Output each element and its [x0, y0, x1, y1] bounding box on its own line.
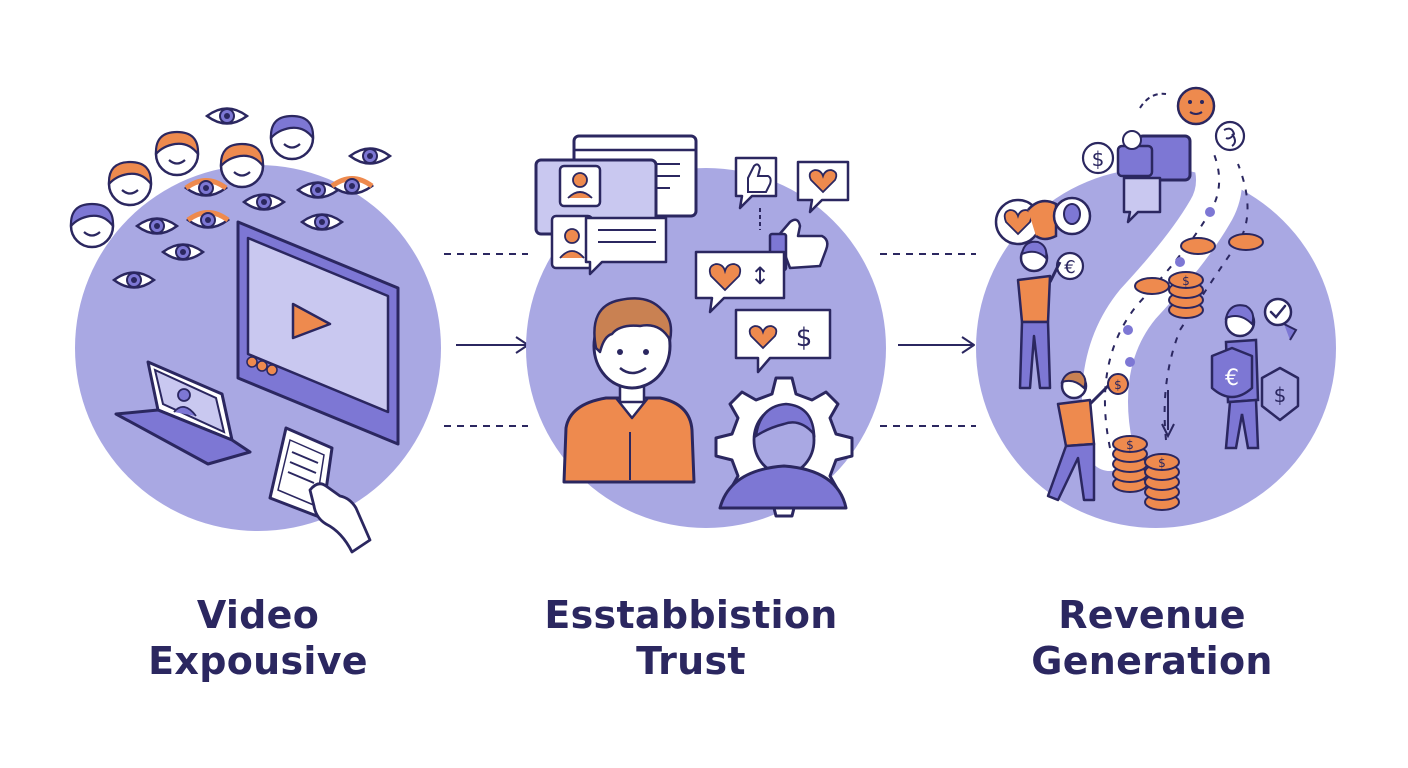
heart-bubble-icon: [796, 160, 850, 214]
coin-stack-icon: $: [1134, 233, 1264, 319]
heart-bubble-icon: €: [994, 196, 1092, 281]
dollar-symbol: $: [1182, 274, 1190, 288]
face-icon: [107, 160, 153, 207]
coin-stack-icon: $ $: [1112, 435, 1180, 511]
stage-label-line1: Esstabbistion: [544, 593, 838, 637]
currency-bubble-icon: [1214, 120, 1246, 152]
euro-symbol: €: [1225, 366, 1239, 391]
shield-icon: $: [1260, 366, 1300, 422]
check-bubble-icon: [1263, 297, 1298, 341]
laptop-icon: [114, 360, 252, 466]
stage-label-video-exposure: Video Expousive: [48, 592, 468, 684]
monitor-play-icon: [236, 220, 400, 446]
eye-icon: [348, 147, 392, 165]
connector-2: [880, 253, 976, 427]
heart-bubble-symbol: $: [796, 323, 813, 353]
stage-label-line2: Generation: [1031, 639, 1273, 683]
connector-1: [444, 253, 529, 427]
stage-label-line1: Revenue: [1058, 593, 1246, 637]
euro-symbol: €: [1064, 257, 1075, 278]
stage-video-exposure: [69, 107, 441, 554]
dollar-symbol: $: [1158, 456, 1166, 470]
person-icon: [562, 297, 696, 484]
road-icon: [1081, 131, 1249, 471]
thumbs-up-icon: [734, 156, 829, 272]
dollar-symbol: $: [1274, 383, 1287, 407]
face-icon: [154, 130, 200, 177]
heart-bubble-icon: ↕: [694, 250, 786, 314]
stage-label-establish-trust: Esstabbistion Trust: [481, 592, 901, 684]
face-icon: [1176, 86, 1216, 126]
gear-person-icon: [714, 376, 854, 518]
chat-window-icon: [1116, 92, 1192, 224]
face-icon: [269, 114, 315, 161]
stage-label-line1: Video: [196, 593, 320, 637]
heart-bubble-icon: $: [734, 308, 832, 374]
stage-label-line2: Expousive: [148, 639, 368, 683]
tablet-hand-icon: [268, 426, 372, 554]
stage-establish-trust: ↕ $: [526, 134, 886, 528]
person-icon: [1016, 240, 1062, 390]
eye-icon: [205, 107, 249, 125]
coin-icon: $: [1107, 373, 1129, 395]
person-icon: [1046, 370, 1112, 502]
dollar-symbol: $: [1114, 378, 1122, 392]
face-icon: [69, 202, 115, 249]
stage-label-line2: Trust: [636, 639, 746, 683]
stage-label-revenue-generation: Revenue Generation: [942, 592, 1362, 684]
dollar-bubble-icon: $: [1081, 141, 1115, 175]
dollar-symbol: $: [1092, 147, 1105, 171]
shield-icon: €: [1210, 346, 1254, 399]
stage-revenue-generation: $ € $: [976, 86, 1336, 528]
chat-window-icon: [534, 134, 698, 276]
face-icon: [219, 142, 265, 189]
dollar-symbol: $: [1126, 438, 1134, 452]
heart-bubble-symbol: ↕: [750, 262, 770, 290]
